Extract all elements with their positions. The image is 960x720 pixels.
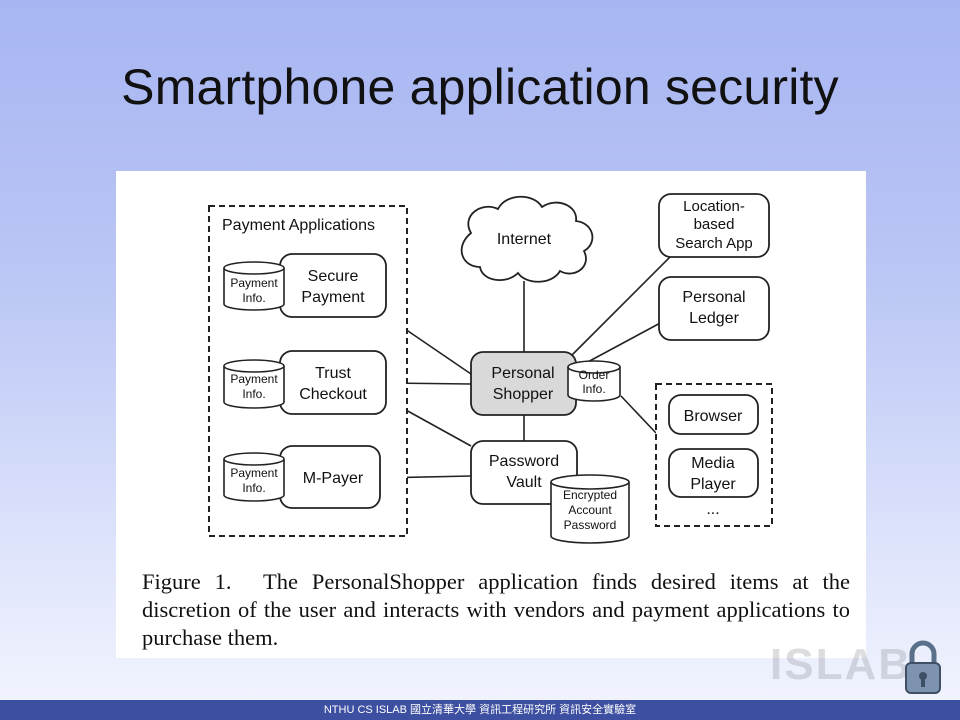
location-search-node: [658, 193, 770, 258]
media-player-label-1: Media: [691, 455, 735, 472]
location-search-label-1: Location-: [683, 198, 745, 215]
internet-label: Internet: [497, 231, 552, 248]
lock-logo-icon: [905, 640, 941, 694]
footer-bar: NTHU CS ISLAB 國立清華大學 資訊工程研究所 資訊安全實驗室: [0, 700, 960, 720]
internet-cloud: Internet: [460, 195, 594, 283]
media-player-label-2: Player: [690, 476, 736, 493]
figure-caption-text: The PersonalShopper application finds de…: [142, 569, 851, 650]
payment-info-cylinder-2: Payment Info.: [223, 359, 285, 409]
edge-shopper-browser-group: [620, 395, 657, 434]
personal-shopper-node: [470, 351, 577, 416]
payment-info-2-line-1: Payment: [230, 372, 278, 386]
islab-watermark: ISLAB: [770, 640, 912, 689]
payment-info-cylinder-1: Payment Info.: [223, 261, 285, 311]
edge-shopper-location: [565, 250, 677, 362]
location-search-label-2: based: [694, 216, 735, 233]
trust-checkout-label-2: Checkout: [299, 386, 367, 403]
password-vault-label-2: Vault: [506, 474, 542, 491]
browser-label: Browser: [684, 408, 743, 425]
trust-checkout-node: [279, 350, 387, 415]
payment-apps-label: Payment Applications: [222, 217, 375, 234]
figure-diagram: Payment Applications Secure Payment Trus…: [116, 171, 866, 658]
media-player-node: [668, 448, 759, 498]
more-apps-ellipsis: ...: [706, 501, 719, 518]
encrypted-password-line-2: Account: [568, 503, 612, 517]
figure-caption: Figure 1. The PersonalShopper applicatio…: [142, 568, 850, 652]
browser-node: [668, 394, 759, 435]
payment-info-2-line-2: Info.: [242, 387, 265, 401]
location-search-label-3: Search App: [675, 235, 753, 252]
order-info-cylinder: Order Info.: [567, 360, 621, 402]
password-vault-label-1: Password: [489, 453, 559, 470]
diagram-canvas: Payment Applications Secure Payment Trus…: [208, 193, 773, 544]
secure-payment-label-1: Secure: [308, 268, 359, 285]
payment-info-1-line-2: Info.: [242, 291, 265, 305]
personal-ledger-label-2: Ledger: [689, 310, 739, 327]
payment-info-3-line-1: Payment: [230, 466, 278, 480]
secure-payment-node: [279, 253, 387, 318]
personal-ledger-label-1: Personal: [682, 289, 745, 306]
personal-ledger-node: [658, 276, 770, 341]
figure-number: Figure 1.: [142, 569, 232, 594]
encrypted-password-line-1: Encrypted: [563, 488, 617, 502]
m-payer-label: M-Payer: [303, 470, 364, 487]
personal-shopper-label-2: Shopper: [493, 386, 554, 403]
order-info-line-1: Order: [579, 368, 610, 382]
payment-info-3-line-2: Info.: [242, 481, 265, 495]
personal-shopper-label-1: Personal: [491, 365, 554, 382]
secure-payment-label-2: Payment: [301, 289, 365, 306]
slide-title: Smartphone application security: [121, 59, 839, 115]
encrypted-password-line-3: Password: [564, 518, 617, 532]
payment-info-cylinder-3: Payment Info.: [223, 452, 285, 502]
payment-info-1-line-1: Payment: [230, 276, 278, 290]
order-info-line-2: Info.: [582, 382, 605, 396]
trust-checkout-label-1: Trust: [315, 365, 351, 382]
encrypted-password-cylinder: Encrypted Account Password: [550, 474, 630, 544]
